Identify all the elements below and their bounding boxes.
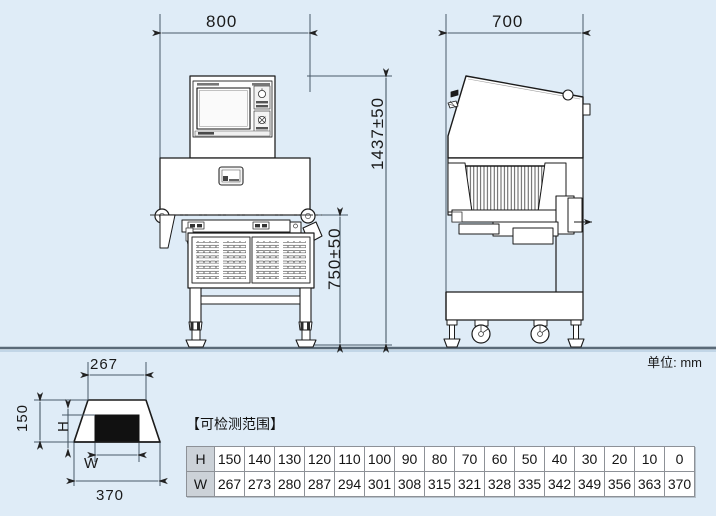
cell-h-4: 110 — [334, 446, 365, 472]
cell-w-12: 349 — [574, 471, 605, 497]
cell-h-1: 140 — [244, 446, 275, 472]
cell-w-3: 287 — [304, 471, 335, 497]
cell-h-12: 30 — [574, 446, 605, 472]
cell-h-11: 40 — [544, 446, 575, 472]
leveling-foot-right — [567, 319, 585, 348]
cell-w-15: 370 — [664, 471, 695, 497]
cell-w-8: 321 — [454, 471, 485, 497]
dimension-label-product-width: W — [84, 455, 100, 472]
cell-h-15: 0 — [664, 446, 695, 472]
dimension-label-overall-depth: 700 — [492, 12, 524, 31]
cell-w-9: 328 — [484, 471, 515, 497]
row-header-h: H — [186, 446, 215, 472]
cell-h-7: 80 — [424, 446, 455, 472]
cell-w-0: 267 — [214, 471, 245, 497]
leveling-foot-left — [443, 319, 461, 348]
cell-w-10: 335 — [514, 471, 545, 497]
cell-w-1: 273 — [244, 471, 275, 497]
cell-w-13: 356 — [604, 471, 635, 497]
front-view — [150, 75, 323, 348]
cell-w-14: 363 — [634, 471, 665, 497]
range-table-body: H 150 140 130 120 110 100 90 80 70 60 50… — [186, 446, 695, 497]
cell-h-13: 20 — [604, 446, 635, 472]
dimension-label-aperture-top-width: 267 — [90, 356, 119, 373]
unit-note: 单位: mm — [647, 355, 702, 370]
ground-line-upper — [0, 346, 716, 352]
table-row: H 150 140 130 120 110 100 90 80 70 60 50… — [186, 446, 695, 472]
cell-h-14: 10 — [634, 446, 665, 472]
row-header-w: W — [186, 471, 215, 497]
cell-w-2: 280 — [274, 471, 305, 497]
dimension-label-aperture-height: 150 — [14, 403, 31, 432]
cell-h-0: 150 — [214, 446, 245, 472]
detectable-range-title: 【可检测范围】 — [186, 416, 284, 432]
dimension-label-aperture-bottom-width: 370 — [96, 487, 125, 504]
dimension-label-overall-width: 800 — [206, 12, 238, 31]
cell-h-10: 50 — [514, 446, 545, 472]
cell-h-2: 130 — [274, 446, 305, 472]
detectable-range-table: H 150 140 130 120 110 100 90 80 70 60 50… — [186, 446, 695, 497]
cell-w-5: 301 — [364, 471, 395, 497]
dimension-label-overall-height: 1437±50 — [368, 96, 387, 170]
table-row: W 267 273 280 287 294 301 308 315 321 32… — [186, 471, 695, 497]
caster-right — [530, 319, 550, 344]
cell-h-5: 100 — [364, 446, 395, 472]
cell-w-11: 342 — [544, 471, 575, 497]
cell-w-6: 308 — [394, 471, 425, 497]
dimension-label-product-height: H — [55, 420, 72, 432]
aperture-section-view — [34, 362, 168, 486]
cell-h-8: 70 — [454, 446, 485, 472]
cell-w-7: 315 — [424, 471, 455, 497]
dimension-label-belt-height: 750±50 — [325, 227, 344, 290]
cell-w-4: 294 — [334, 471, 365, 497]
cell-h-9: 60 — [484, 446, 515, 472]
cell-h-6: 90 — [394, 446, 425, 472]
dimension-lines — [152, 14, 591, 353]
cell-h-3: 120 — [304, 446, 335, 472]
caster-left — [471, 319, 491, 344]
side-view — [443, 75, 592, 348]
